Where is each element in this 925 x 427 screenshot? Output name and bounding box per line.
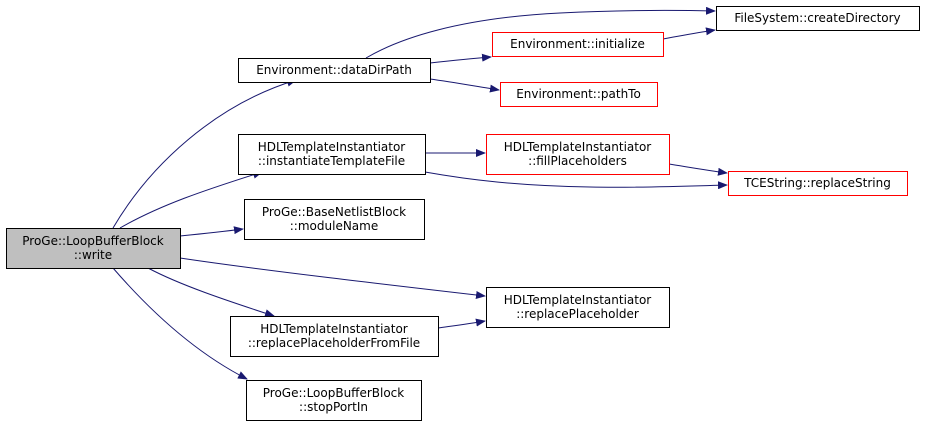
node-fillPlaceholders[interactable]: HDLTemplateInstantiator::fillPlaceholder…: [486, 134, 670, 175]
node-box: [486, 134, 670, 175]
node-label-line: ::stopPortIn: [299, 400, 368, 414]
node-box: [246, 380, 422, 421]
node-replacePlaceholder[interactable]: HDLTemplateInstantiator::replacePlacehol…: [486, 287, 670, 328]
node-replacePlaceholderFromFile[interactable]: HDLTemplateInstantiator::replacePlacehol…: [230, 316, 439, 357]
node-box: [238, 134, 426, 175]
node-box: [238, 58, 431, 83]
node-pathTo[interactable]: Environment::pathTo: [500, 82, 658, 107]
node-initialize[interactable]: Environment::initialize: [492, 32, 664, 57]
node-label-line: ::replacePlaceholder: [516, 307, 639, 321]
edge-write-to-dataDirPath: [112, 78, 297, 229]
edge-dataDirPath-to-initialize: [429, 53, 492, 64]
node-label-line: Environment::initialize: [510, 37, 645, 51]
edge-write-to-instantiateTemplateFile: [119, 170, 263, 229]
node-label-line: HDLTemplateInstantiator: [260, 322, 408, 336]
node-label-line: HDLTemplateInstantiator: [504, 140, 652, 154]
edge-instantiateTemplateFile-to-replaceString: [424, 171, 728, 190]
edge-initialize-to-createDirectory: [662, 27, 716, 40]
edge-write-to-replacePlaceholderFromFile: [147, 267, 275, 318]
node-label-line: HDLTemplateInstantiator: [258, 140, 406, 154]
node-box: [486, 287, 670, 328]
node-label-line: ProGe::LoopBufferBlock: [263, 386, 405, 400]
node-label-line: ::fillPlaceholders: [528, 154, 627, 168]
node-label-line: HDLTemplateInstantiator: [504, 293, 652, 307]
node-box: [244, 199, 425, 240]
edge-write-to-replacePlaceholder: [179, 257, 486, 299]
node-label-line: ::moduleName: [290, 219, 378, 233]
node-createDirectory[interactable]: FileSystem::createDirectory: [716, 6, 920, 31]
node-label-line: ProGe::BaseNetlistBlock: [262, 205, 406, 219]
node-label-line: ::instantiateTemplateFile: [258, 154, 405, 168]
edges: [112, 6, 728, 380]
node-label-line: ::replacePlaceholderFromFile: [248, 336, 420, 350]
edge-replacePlaceholderFromFile-to-replacePlaceholder: [437, 318, 486, 329]
node-box: [728, 171, 908, 196]
node-label-line: ::write: [74, 248, 112, 262]
node-box: [492, 32, 664, 57]
node-label-line: ProGe::LoopBufferBlock: [22, 234, 164, 248]
node-instantiateTemplateFile[interactable]: HDLTemplateInstantiator::instantiateTemp…: [238, 134, 426, 175]
node-label-line: FileSystem::createDirectory: [734, 11, 900, 25]
edge-fillPlaceholders-to-replaceString: [668, 163, 728, 176]
node-label-line: Environment::pathTo: [516, 87, 641, 101]
edge-write-to-moduleName: [179, 226, 244, 237]
node-box: [230, 316, 439, 357]
node-moduleName[interactable]: ProGe::BaseNetlistBlock::moduleName: [244, 199, 425, 240]
node-box: [716, 6, 920, 31]
node-replaceString[interactable]: TCEString::replaceString: [728, 171, 908, 196]
node-dataDirPath[interactable]: Environment::dataDirPath: [238, 58, 431, 83]
node-label-line: Environment::dataDirPath: [256, 63, 412, 77]
node-label-line: TCEString::replaceString: [743, 176, 891, 190]
node-write[interactable]: ProGe::LoopBufferBlock::write: [6, 228, 181, 269]
node-stopPortIn[interactable]: ProGe::LoopBufferBlock::stopPortIn: [246, 380, 422, 421]
edge-dataDirPath-to-createDirectory: [365, 6, 716, 59]
node-box: [6, 228, 181, 269]
node-box: [500, 82, 658, 107]
edge-dataDirPath-to-pathTo: [429, 78, 500, 93]
edge-write-to-stopPortIn: [112, 267, 248, 380]
nodes: ProGe::LoopBufferBlock::write Environment…: [6, 6, 920, 421]
